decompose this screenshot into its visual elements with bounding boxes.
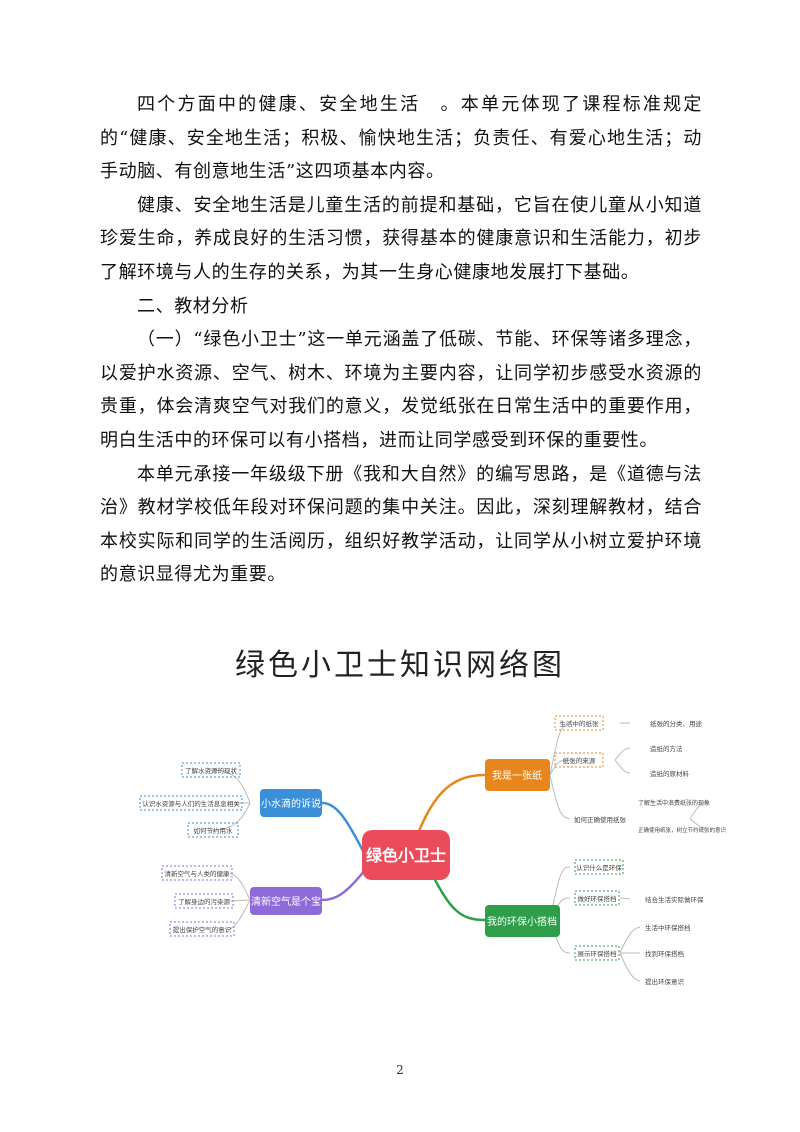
air-leaf: 清新空气与人类的健康: [165, 869, 231, 878]
mind-map-leaf-connectors: [209, 722, 706, 982]
branch-paper: [485, 759, 550, 791]
air-leaf: 了解身边的污染源: [178, 897, 231, 906]
paper-sub: 生活中的纸张: [560, 719, 600, 728]
connector-partner: [428, 869, 486, 922]
paper-leaf: 纸张的分类、用途: [650, 719, 703, 728]
partner-leaf: 结合生活实际做环保: [645, 895, 704, 904]
partner-leaf: 提出环保意识: [645, 977, 685, 986]
center-node-label: 绿色小卫士: [366, 846, 446, 865]
paper-leaf: 造纸的方法: [650, 744, 683, 753]
paper-leaf: 造纸的原材料: [650, 769, 690, 778]
paragraph-1: 四个方面中的健康、安全地生活 。本单元体现了课程标准规定的“健康、安全地生活；积…: [100, 94, 702, 183]
partner-sub: 做好环保搭档: [578, 894, 617, 903]
water-leaf: 如何节约用水: [194, 826, 234, 835]
branch-partner: [485, 905, 560, 937]
branch-water: [260, 789, 322, 817]
water-leaf: 认识水资源与人们的生活息息相关: [142, 799, 240, 808]
body-text: 四个方面中的健康、安全地生活 。本单元体现了课程标准规定的“健康、安全地生活；积…: [100, 88, 702, 592]
connector-air: [321, 869, 366, 902]
section-heading: 二、教材分析: [137, 295, 249, 317]
paper-leaf: 了解生活中浪费纸张的现象: [638, 799, 710, 807]
branch-water-label: 小水滴的诉说: [261, 797, 321, 810]
partner-sub: 认识什么是环保: [576, 863, 622, 872]
paper-sub: 如何正确使用纸张: [574, 815, 627, 824]
branch-partner-label: 我的环保小搭档: [487, 915, 557, 928]
center-node: [362, 830, 450, 880]
connector-water: [321, 801, 367, 856]
partner-leaf: 找到环保搭档: [645, 949, 684, 958]
branch-air: [250, 887, 322, 915]
branch-paper-label: 我是一张纸: [492, 769, 542, 782]
page-number: 2: [396, 1063, 404, 1077]
partner-sub: 展示环保搭档: [578, 949, 617, 958]
paragraph-4: 本单元承接一年级级下册《我和大自然》的编写思路，是《道德与法治》教材学校低年段对…: [100, 463, 702, 586]
paper-sub: 纸张的来源: [563, 756, 596, 765]
diagram-title: 绿色小卫士知识网络图: [235, 648, 565, 683]
paper-leaf: 正确使用纸张，树立节约纸张的意识: [638, 826, 727, 834]
paragraph-3: （一）“绿色小卫士”这一单元涵盖了低碳、节能、环保等诸多理念，以爱护水资源、空气…: [100, 329, 702, 451]
mind-map: 绿色小卫士 我是一张纸 我的环保小搭档 小水滴的诉说 清新空气是个宝 了解水资源…: [139, 715, 727, 986]
partner-leaf: 生活中环保搭档: [645, 923, 691, 932]
branch-air-label: 清新空气是个宝: [251, 895, 321, 908]
paragraph-2: 健康、安全地生活是儿童生活的前提和基础，它旨在使儿童从小知道珍爱生命，养成良好的…: [100, 194, 702, 283]
water-leaf: 了解水资源的现状: [185, 766, 238, 775]
air-leaf: 提出保护空气的意识: [173, 925, 232, 934]
